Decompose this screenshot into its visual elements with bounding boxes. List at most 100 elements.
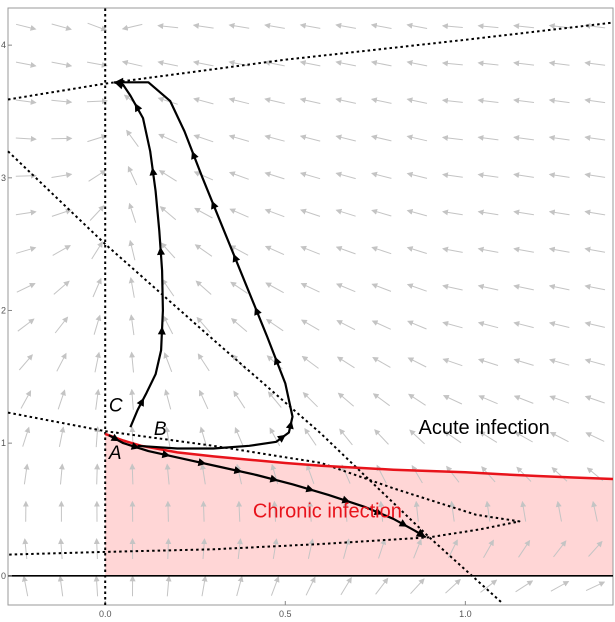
vector-field-arrow [87, 134, 108, 143]
vector-field-arrow [548, 209, 570, 216]
vector-field-arrow [160, 242, 176, 259]
vector-field-arrow [229, 208, 249, 218]
trajectory-arrow [274, 356, 282, 366]
x-tick-label: 1.0 [459, 609, 472, 619]
trajectory-arrow [398, 519, 408, 527]
vector-field-arrow [264, 171, 285, 180]
vector-field-arrow [192, 22, 214, 29]
vector-field-arrow [442, 394, 463, 405]
vector-field-arrow [17, 318, 35, 332]
vector-field-arrow [228, 134, 250, 142]
vector-field-arrow [121, 59, 143, 67]
vector-field-arrow [157, 60, 179, 67]
vector-field-arrow [477, 97, 499, 104]
vector-field-arrow [307, 500, 314, 522]
vector-field-arrow [484, 500, 491, 522]
vector-field-arrow [513, 395, 534, 404]
trajectory-arrow [285, 420, 294, 430]
vector-field-arrow [584, 134, 606, 141]
vector-field-arrow [441, 60, 463, 67]
vector-field-arrow [129, 388, 136, 410]
vector-field-arrow [514, 431, 533, 443]
vector-field-arrow [299, 60, 321, 67]
vector-field-arrow [584, 97, 606, 104]
vector-field-arrow [585, 581, 606, 592]
vector-field-arrow [265, 282, 284, 294]
y-tick-label: 2 [1, 305, 6, 315]
vector-field-arrow [228, 60, 250, 67]
vector-field-arrow [341, 464, 351, 484]
vector-field-arrow [477, 246, 499, 253]
vector-field-arrow [305, 464, 315, 484]
vector-field-arrow [193, 97, 214, 105]
vector-field-arrow [406, 97, 428, 104]
vector-field-arrow [337, 392, 355, 407]
trajectory-arrow [341, 495, 351, 504]
vector-field-arrow [371, 246, 392, 255]
vector-field-arrow [267, 391, 282, 408]
vector-field-arrow [53, 280, 70, 295]
vector-field-arrow [513, 209, 534, 216]
vector-field-arrow [548, 246, 570, 253]
vector-field-arrow [228, 22, 250, 29]
vector-field-arrow [128, 239, 136, 261]
vector-field-arrow [370, 60, 392, 67]
vector-field-arrow [591, 500, 598, 522]
vector-field-arrow [550, 581, 570, 592]
vector-field-arrow [406, 134, 428, 142]
vector-field-arrow [94, 351, 101, 373]
vector-field-arrow [480, 579, 498, 593]
vector-field-arrow [129, 351, 136, 373]
vector-field-arrow [301, 355, 319, 369]
vector-field-arrow [87, 22, 108, 32]
vector-field-arrow [300, 319, 320, 331]
vector-field-arrow [194, 207, 213, 219]
vector-field-arrow [300, 208, 321, 217]
vector-field-arrow [408, 393, 426, 406]
vector-field-arrow [513, 321, 534, 329]
vector-field-arrow [335, 22, 356, 29]
vector-field-arrow [234, 426, 244, 447]
vector-field-arrow [513, 172, 534, 179]
vector-field-arrow [236, 538, 243, 560]
vector-field-arrow [518, 539, 531, 558]
vector-field-arrow [584, 60, 606, 67]
vector-field-arrow [56, 352, 67, 372]
trajectory-end-arrow [114, 77, 124, 87]
vector-field-arrow [513, 134, 534, 141]
vector-field-arrow [299, 134, 321, 142]
vector-field-arrow [410, 578, 425, 595]
vector-field-arrow [127, 165, 138, 186]
vector-field-arrow [299, 22, 321, 29]
vector-field-arrow [477, 209, 499, 216]
trajectory-arrow [130, 442, 140, 450]
vector-field-arrow [200, 463, 206, 485]
vector-field-arrow [198, 389, 209, 410]
vector-field-arrow [86, 98, 108, 105]
trajectory-arrow [157, 326, 166, 335]
vector-field-arrow [299, 171, 321, 180]
trajectory-arrow [157, 246, 165, 256]
vector-field-arrow [378, 500, 385, 522]
vector-field-arrow [584, 209, 606, 216]
vector-field-arrow [158, 170, 177, 182]
vector-field-arrow [21, 575, 29, 597]
vector-field-layer [15, 22, 606, 597]
trajectory-arrow [232, 253, 241, 263]
vector-field-arrow [406, 283, 427, 292]
vector-field-arrow [513, 97, 535, 104]
vector-field-arrow [16, 246, 37, 254]
vector-field-arrow [335, 283, 356, 293]
vector-field-arrow [441, 97, 463, 104]
vector-field-arrow [272, 538, 279, 559]
vector-field-arrow [585, 432, 605, 442]
vector-field-arrow [23, 463, 30, 485]
vector-field-arrow [442, 172, 463, 179]
vector-field-arrow [159, 206, 177, 221]
trajectories-layer [108, 77, 427, 539]
chronic-boundary-curve [104, 432, 614, 481]
vector-field-arrow [406, 171, 428, 179]
